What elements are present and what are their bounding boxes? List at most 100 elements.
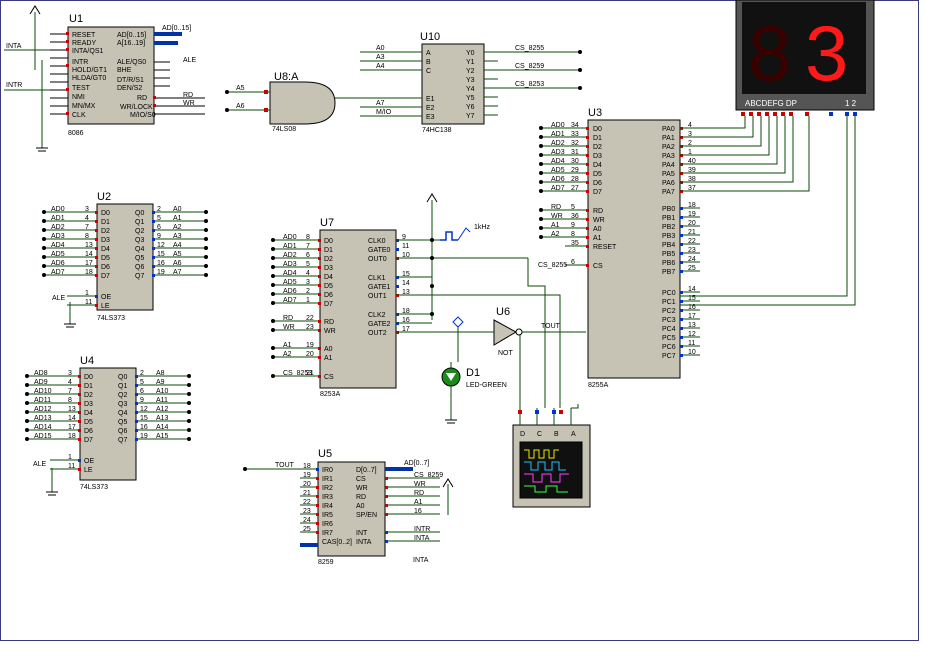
- u4-in-net: AD13: [34, 415, 52, 422]
- scope-ch-d: D: [520, 431, 525, 438]
- u1-pin-ready: READY: [72, 40, 96, 47]
- gate-u8a[interactable]: U8:A 74LS08 A5 A6: [225, 71, 360, 133]
- u7-counter-pin: CLK1: [368, 275, 386, 282]
- u2-d-pin: D1: [101, 219, 110, 226]
- u10-net-cs8253: CS_8253: [515, 81, 544, 88]
- u5-right-net: A1: [414, 499, 423, 506]
- u3-pin-number: 5: [571, 204, 575, 211]
- u3-pin-number: 6: [571, 259, 575, 266]
- u3-port-pin-name: PC4: [662, 326, 676, 333]
- u7-junction: [271, 238, 275, 242]
- u3-port-pin-marker: [680, 243, 683, 246]
- u2-d-pin: D2: [101, 228, 110, 235]
- u3-net-label: AD4: [551, 158, 565, 165]
- u3-pin-name: WR: [593, 217, 605, 224]
- u7-counter-pin-number: 14: [402, 280, 410, 287]
- u3-port-pin-name: PA4: [662, 162, 675, 169]
- u1-pin-reset: RESET: [72, 32, 96, 39]
- u4-in-pin-number: 13: [68, 406, 76, 413]
- u4-in-pin-number: 8: [68, 397, 72, 404]
- u2-d-pin: D7: [101, 273, 110, 280]
- u4-in-pin-number: 3: [68, 370, 72, 377]
- u5-pin-number: 23: [303, 508, 311, 515]
- u3-port-pin-number: 14: [688, 286, 696, 293]
- u3-port-pin-name: PA7: [662, 189, 675, 196]
- u2-d-pin: D0: [101, 210, 110, 217]
- u5-pin-name: IR3: [322, 494, 333, 501]
- u3-pin-name: D1: [593, 135, 602, 142]
- u2-pin-marker: [152, 229, 155, 232]
- u5-right-net: WR: [414, 481, 426, 488]
- u5-pin-name: IR0: [322, 467, 333, 474]
- u4-out-pin-number: 19: [140, 433, 148, 440]
- u4-out-pin-number: 5: [140, 379, 144, 386]
- u4-out-pin-number: 2: [140, 370, 144, 377]
- u7-pin-name: D0: [324, 238, 333, 245]
- display-com-label: 1 2: [845, 99, 857, 108]
- u2-q-pin: Q4: [135, 246, 144, 253]
- u10-net-a3: A3: [376, 54, 385, 61]
- u5-right-pin-name: A0: [356, 503, 365, 510]
- chip-u1[interactable]: U1 8086 RESET READY INTA/QS1 INTR HOLD/G…: [4, 5, 205, 152]
- u4-junction: [187, 428, 191, 432]
- u7-counter-pin: CLK2: [368, 312, 386, 319]
- u2-q-pin: Q2: [135, 228, 144, 235]
- led-d1[interactable]: D1 LED-GREEN: [441, 362, 507, 424]
- u4-q-pin: Q2: [118, 392, 127, 399]
- u7-pin-number: 1: [306, 297, 310, 304]
- u4-pin-marker: [135, 411, 138, 414]
- u4-out-pin-number: 6: [140, 388, 144, 395]
- u7-ref: U7: [320, 217, 334, 229]
- u7-counter-pin: OUT1: [368, 293, 387, 300]
- u2-q-pin: Q7: [135, 273, 144, 280]
- chip-u10[interactable]: U10 74HC138 A B C E1 E2 E3 Y0 Y1 Y2 Y3 Y…: [360, 31, 582, 134]
- u10-pin-y5: Y5: [466, 95, 475, 102]
- u4-pin-marker: [135, 438, 138, 441]
- u2-junction: [204, 237, 208, 241]
- u3-port-pin-marker: [680, 216, 683, 219]
- oscilloscope[interactable]: D C B A: [512, 404, 591, 508]
- chip-u5[interactable]: U5 8259 18IR019IR120IR221IR322IR423IR524…: [243, 448, 454, 566]
- u2-out-net: A3: [173, 233, 182, 240]
- u3-port-pin-number: 3: [688, 131, 692, 138]
- u4-in-net: AD11: [34, 397, 51, 404]
- u7-net-label: A2: [283, 351, 292, 358]
- u3-net-label: AD7: [551, 185, 565, 192]
- u10-pin-y6: Y6: [466, 104, 475, 111]
- u3-port-pin-name: PA6: [662, 180, 675, 187]
- u5-right-net: 16: [414, 508, 422, 515]
- u4-junction: [25, 374, 29, 378]
- u4-part: 74LS373: [80, 484, 108, 491]
- u7-counter-pin-number: 17: [402, 326, 410, 333]
- u3-pin-marker: [586, 163, 589, 166]
- u3-port-pin-number: 4: [688, 122, 692, 129]
- seven-segment-display[interactable]: 8 3 ABCDEFG DP 1 2: [735, 0, 875, 116]
- u7-junction: [271, 292, 275, 296]
- u7-net-label: RD: [283, 315, 293, 322]
- u5-pin-number: 19: [303, 472, 311, 479]
- u3-port-pin-number: 21: [688, 229, 696, 236]
- u3-port-pin-marker: [680, 345, 683, 348]
- u10-pin-y2: Y2: [466, 68, 475, 75]
- u4-d-pin: D4: [84, 410, 93, 417]
- u3-junction: [539, 144, 543, 148]
- u3-pin-number: 31: [571, 149, 579, 156]
- u7-junction: [271, 319, 275, 323]
- u10-net-cs8255: CS_8255: [515, 45, 544, 52]
- u2-junction: [204, 264, 208, 268]
- u3-junction: [539, 217, 543, 221]
- u3-pin-number: 33: [571, 131, 579, 138]
- u2-junction: [204, 219, 208, 223]
- u3-pin-number: 32: [571, 140, 579, 147]
- u7-counter-pin: GATE1: [368, 284, 391, 291]
- gate-u6[interactable]: U6 NOT TOUT: [452, 306, 586, 362]
- u2-in-pin-number: 13: [85, 242, 93, 249]
